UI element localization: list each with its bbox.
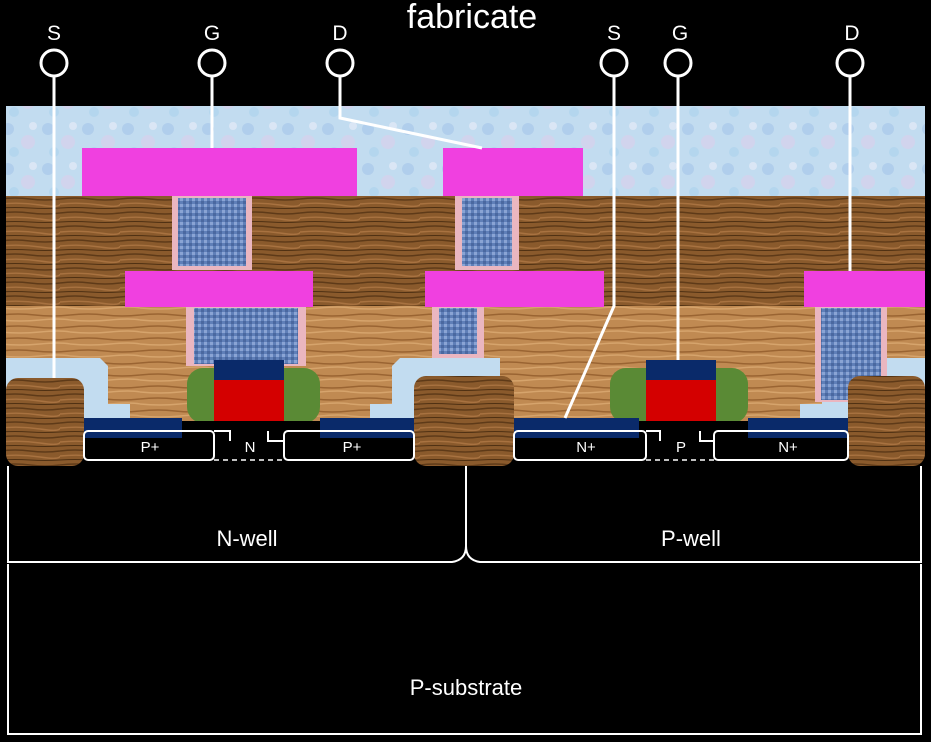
diffusion-contact-n-right-top xyxy=(748,418,848,438)
region-p-plus-left xyxy=(83,430,215,461)
diagram-title: fabricate xyxy=(407,0,537,36)
label-p-plus-left: P+ xyxy=(141,439,160,456)
p-well-boundary xyxy=(465,466,922,563)
terminal-label-d-left: D xyxy=(332,22,347,45)
gate-poly-nmos xyxy=(646,380,716,423)
diffusion-contact-p-right-top xyxy=(320,418,416,438)
region-n-plus-left xyxy=(513,430,647,461)
label-p-channel: P xyxy=(676,439,686,456)
label-n-plus-left: N+ xyxy=(576,439,596,456)
via-1 xyxy=(178,198,246,266)
sti-right xyxy=(848,376,925,466)
metal1-c xyxy=(804,271,925,307)
diffusion-contact-n-left-top xyxy=(513,418,639,438)
metal1-a xyxy=(125,271,313,307)
gate-cap-pmos xyxy=(214,360,284,380)
terminal-label-s-left: S xyxy=(47,22,61,45)
wire-d-left xyxy=(338,76,483,150)
terminal-s-left-circle xyxy=(39,48,69,78)
terminal-d-left-circle xyxy=(325,48,355,78)
label-p-plus-right: P+ xyxy=(343,439,362,456)
sti-left xyxy=(6,378,84,466)
label-n-well: N-well xyxy=(216,526,277,551)
metal2-left xyxy=(82,148,357,196)
terminal-label-d-right: D xyxy=(844,22,859,45)
terminal-g-right-circle xyxy=(663,48,693,78)
terminal-label-g-left: G xyxy=(204,22,220,45)
terminal-s-right-circle xyxy=(599,48,629,78)
label-p-substrate: P-substrate xyxy=(410,675,523,700)
via-3 xyxy=(194,308,298,364)
gate-cap-nmos xyxy=(646,360,716,380)
gate-poly-pmos xyxy=(214,380,284,423)
metal2-right xyxy=(443,148,583,196)
region-n-plus-right xyxy=(713,430,849,461)
metal1-b xyxy=(425,271,604,307)
wire-s-right xyxy=(563,76,616,419)
substrate-boundary xyxy=(7,564,922,735)
sti-center xyxy=(414,376,514,466)
via-2 xyxy=(462,198,512,266)
label-n-plus-right: N+ xyxy=(778,439,798,456)
channel-notch-nmos xyxy=(646,430,714,442)
region-p-plus-right xyxy=(283,430,415,461)
terminal-label-s-right: S xyxy=(607,22,621,45)
diffusion-contact-p-left-top xyxy=(84,418,182,438)
terminal-label-g-right: G xyxy=(672,22,688,45)
terminal-d-right-circle xyxy=(835,48,865,78)
terminal-g-left-circle xyxy=(197,48,227,78)
label-n-channel: N xyxy=(245,439,256,456)
channel-notch-pmos xyxy=(214,430,284,442)
via-4 xyxy=(439,308,477,354)
label-p-well: P-well xyxy=(661,526,721,551)
